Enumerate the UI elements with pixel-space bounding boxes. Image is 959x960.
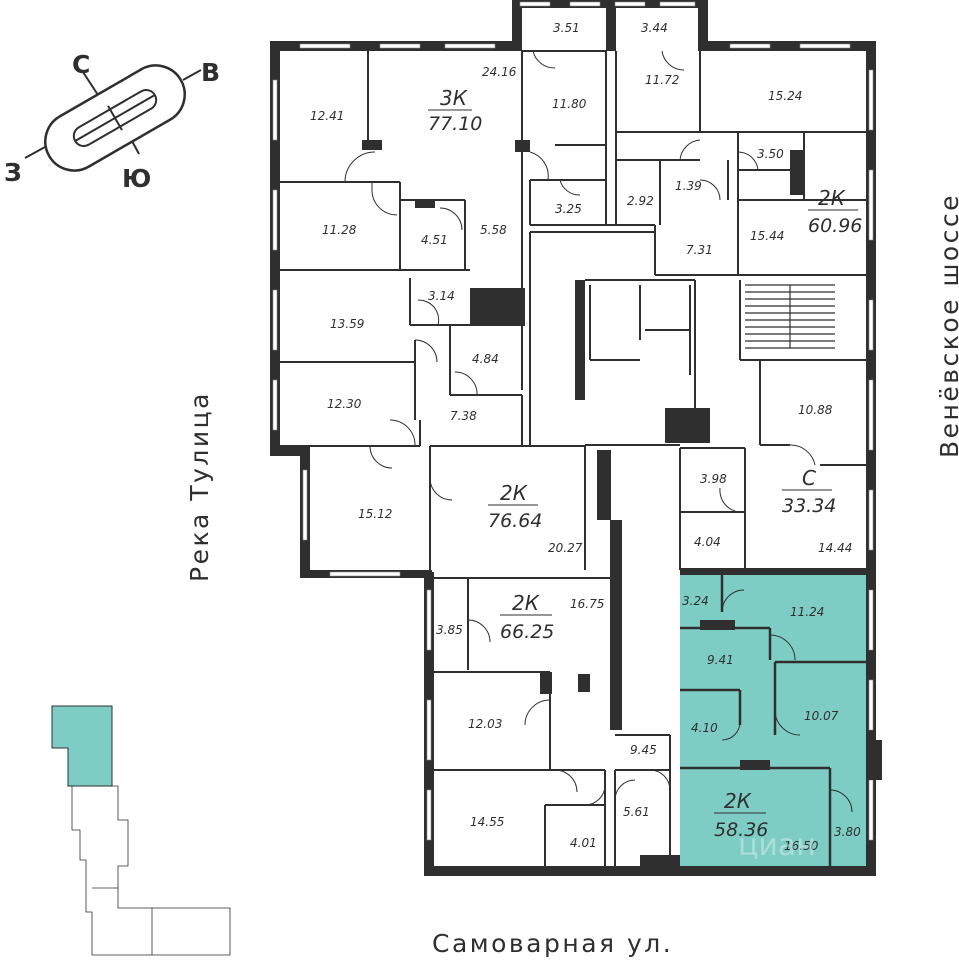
- room-area: 10.07: [804, 709, 839, 723]
- room-area: 12.03: [468, 717, 502, 731]
- room-area: 5.61: [623, 805, 650, 819]
- apartment-type: С: [802, 466, 816, 490]
- room-area: 9.45: [630, 743, 657, 757]
- room-area: 3.51: [553, 21, 580, 35]
- apartment-area: 77.10: [428, 113, 482, 135]
- apartment-type: 3К: [440, 86, 468, 110]
- room-area: 3.50: [757, 147, 784, 161]
- room-area: 3.85: [436, 623, 463, 637]
- apartment-area: 66.25: [500, 621, 554, 643]
- compass-east: В: [201, 58, 220, 87]
- room-area: 5.58: [480, 223, 507, 237]
- apartment-labels: 3К 77.10 2К 60.96 2К 76.64 С 33.34 2К 66…: [428, 86, 862, 841]
- room-area: 11.28: [322, 223, 357, 237]
- apartment-type-highlighted: 2К: [724, 789, 752, 813]
- key-map-highlight: [51, 705, 113, 787]
- windows: [272, 1, 874, 841]
- apartment-area: 33.34: [782, 495, 836, 517]
- room-area: 4.10: [691, 721, 718, 735]
- room-area: 4.84: [472, 352, 499, 366]
- room-area: 3.80: [834, 825, 861, 839]
- room-area: 15.12: [358, 507, 392, 521]
- room-area: 3.44: [641, 21, 668, 35]
- apartment-type: 2К: [818, 186, 846, 210]
- room-area: 20.27: [548, 541, 583, 555]
- apartment-area: 76.64: [488, 510, 542, 532]
- room-area: 11.24: [790, 605, 824, 619]
- interior-walls: [280, 50, 882, 867]
- doors: [344, 50, 853, 813]
- room-area: 3.98: [700, 472, 727, 486]
- apartment-type: 2К: [500, 481, 528, 505]
- watermark: циан: [738, 828, 816, 863]
- room-area: 3.25: [555, 202, 582, 216]
- apartment-type: 2К: [512, 591, 540, 615]
- room-area: 4.51: [421, 233, 448, 247]
- room-area: 12.30: [327, 397, 362, 411]
- room-area: 1.39: [675, 179, 702, 193]
- room-area: 2.92: [627, 194, 654, 208]
- room-area: 10.88: [798, 403, 833, 417]
- room-area: 12.41: [310, 109, 344, 123]
- room-area: 7.31: [686, 243, 713, 257]
- room-area: 24.16: [482, 65, 517, 79]
- room-area: 11.72: [645, 73, 679, 87]
- room-labels: 3.51 3.44 24.16 11.72 15.24 12.41 11.80 …: [310, 21, 861, 853]
- room-area: 3.14: [428, 289, 455, 303]
- room-area: 4.04: [694, 535, 721, 549]
- compass-west: З: [4, 158, 22, 187]
- street-left: Река Тулица: [185, 391, 214, 582]
- room-area: 3.24: [682, 594, 709, 608]
- room-area: 14.44: [818, 541, 852, 555]
- key-map: [51, 705, 231, 956]
- room-area: 16.75: [570, 597, 604, 611]
- staircase: [745, 284, 835, 349]
- apartment-area: 60.96: [808, 215, 862, 237]
- room-area: 13.59: [330, 317, 364, 331]
- street-bottom: Самоварная ул.: [432, 929, 673, 958]
- highlighted-apartment[interactable]: [680, 574, 866, 866]
- room-area: 15.44: [750, 229, 784, 243]
- room-area: 11.80: [552, 97, 587, 111]
- compass-pill: [44, 64, 186, 172]
- compass: С В Ю З: [4, 50, 220, 193]
- room-area: 14.55: [470, 815, 504, 829]
- room-area: 16.50: [784, 839, 819, 853]
- compass-south: Ю: [122, 164, 151, 193]
- compass-north: С: [72, 50, 90, 79]
- street-right: Венёвское шоссе: [935, 193, 959, 458]
- room-area: 4.01: [570, 836, 597, 850]
- room-area: 7.38: [450, 409, 477, 423]
- room-area: 9.41: [707, 653, 734, 667]
- apartment-area-highlighted: 58.36: [714, 819, 768, 841]
- room-area: 15.24: [768, 89, 802, 103]
